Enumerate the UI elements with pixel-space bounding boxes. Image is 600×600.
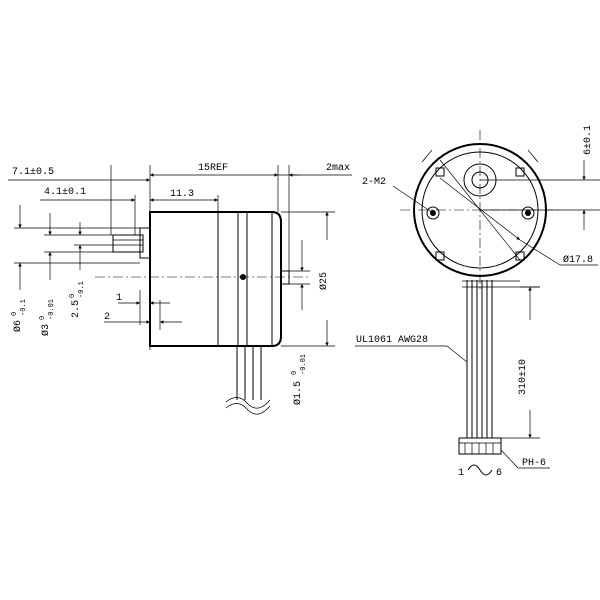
flange-boss	[139, 227, 151, 259]
mount-hole-right	[521, 206, 535, 220]
dim-phi3: Ø3 0 -0.01	[39, 299, 56, 336]
rear-shaft	[280, 270, 290, 285]
svg-text:-0.1: -0.1	[78, 281, 86, 298]
connector-type: PH-6	[522, 458, 546, 469]
svg-text:0: 0	[291, 371, 299, 375]
dim-shaft-offset: 6±0.1	[583, 125, 594, 155]
svg-text:0: 0	[11, 312, 19, 316]
dim-hole-pitch: Ø17.8	[563, 254, 593, 266]
output-shaft	[112, 234, 144, 253]
dim-shaft-length: 7.1±0.5	[12, 167, 54, 178]
svg-text:Ø1.5: Ø1.5	[292, 381, 304, 405]
svg-text:0: 0	[39, 316, 47, 320]
pin-6-label: 6	[496, 468, 502, 479]
dim-body-length: 15REF	[198, 163, 228, 174]
dim-flat-depth: 2.5 0 -0.1	[69, 281, 86, 318]
dim-mount-thread: 2-M2	[362, 177, 386, 188]
svg-text:Ø6: Ø6	[12, 320, 24, 332]
front-cables	[462, 280, 540, 438]
side-view: 7.1±0.5 15REF 2max 4.1±0.1 11.3 Ø6 0 -0.…	[8, 163, 352, 415]
svg-text:-0.01: -0.01	[300, 354, 308, 375]
body-center-mark	[240, 274, 246, 280]
svg-text:-0.01: -0.01	[48, 299, 56, 320]
svg-text:Ø3: Ø3	[40, 324, 52, 336]
dim-flange-thickness: 1	[116, 293, 122, 304]
dim-phi15: Ø1.5 0 -0.01	[291, 354, 308, 405]
mount-hole-left	[426, 206, 440, 220]
dim-body-diameter: Ø25	[318, 272, 330, 290]
tab-top-right	[515, 167, 525, 177]
tab-bottom-right	[515, 251, 525, 261]
cable-spec: UL1061 AWG28	[356, 335, 428, 346]
motor-body	[149, 211, 282, 347]
dim-phi6: Ø6 0 -0.1	[11, 299, 28, 332]
side-cables	[225, 346, 271, 415]
front-view: 2-M2 6±0.1 Ø17.8	[355, 125, 600, 479]
dim-cable-length: 310±10	[518, 359, 529, 395]
connector	[458, 437, 502, 455]
dim-rear-max: 2max	[326, 163, 350, 174]
dim-boss-offset: 2	[104, 312, 110, 323]
svg-text:-0.1: -0.1	[20, 299, 28, 316]
svg-text:0: 0	[69, 294, 77, 298]
dim-mount-offset: 11.3	[170, 189, 194, 200]
pin-1-label: 1	[458, 468, 464, 479]
tab-top-left	[435, 167, 445, 177]
svg-text:2.5: 2.5	[71, 300, 82, 318]
pin-range-symbol	[467, 464, 493, 476]
tab-bottom-left	[435, 251, 445, 261]
dim-flat-length: 4.1±0.1	[44, 187, 86, 198]
